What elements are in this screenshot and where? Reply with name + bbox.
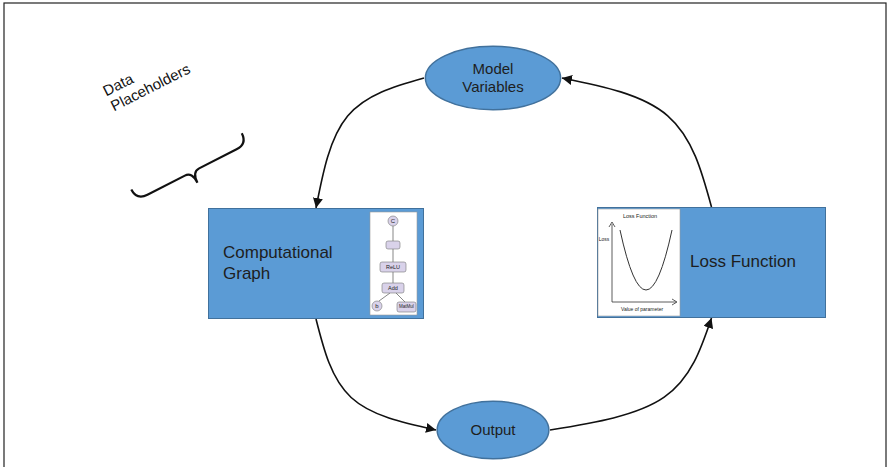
annotation-label: Data Placeholders (100, 39, 205, 115)
inset-panel (370, 212, 417, 315)
process-box: Computational Graph (208, 208, 424, 319)
node-label: Output (470, 421, 515, 439)
text-wrap: Model Variables (449, 60, 537, 96)
graph-op-label: ReLU (386, 264, 400, 270)
graph-node (372, 301, 382, 311)
graph-op-label: b (375, 303, 378, 310)
graph-inset (370, 212, 417, 315)
axis-label: Loss (599, 237, 610, 243)
graph-op-label: MatMul (399, 304, 414, 309)
axis-label: Value of parameter (621, 307, 663, 313)
brace (131, 133, 252, 211)
x-axis (612, 302, 676, 303)
curly-brace (131, 133, 252, 211)
axis-arrows (609, 222, 677, 305)
variables-ellipse: Model Variables (424, 45, 562, 111)
graph-node (388, 216, 398, 226)
node-label: Loss Function (690, 252, 796, 272)
inset-panel (598, 209, 680, 316)
process-box: Loss Function (597, 207, 826, 318)
ellipse-shape (425, 46, 560, 109)
graph-node (397, 302, 416, 312)
graph-node (382, 283, 404, 293)
text-wrap: Output (470, 421, 515, 439)
cycle-arrow (316, 319, 436, 430)
cycle-arrow (316, 78, 424, 208)
output-ellipse: Output (436, 400, 550, 460)
graph-op-label: C (391, 218, 395, 225)
loss-curve (620, 230, 672, 290)
text-wrap: Loss Function (690, 252, 796, 272)
chart-title: Loss Function (623, 213, 657, 219)
node-label: Computational Graph (223, 243, 363, 284)
graph-op-label: Add (388, 285, 398, 291)
node-label: Model Variables (449, 60, 537, 96)
ellipse-shape (437, 401, 549, 459)
graph-edges (379, 226, 405, 302)
frame (4, 3, 886, 467)
loss-inset (598, 209, 680, 316)
cycle-arrow (562, 78, 712, 207)
cycle-arrow (550, 318, 712, 430)
graph-node (380, 262, 406, 272)
graph-node (386, 241, 400, 249)
y-axis (612, 224, 613, 302)
text-wrap: Computational Graph (223, 243, 363, 284)
